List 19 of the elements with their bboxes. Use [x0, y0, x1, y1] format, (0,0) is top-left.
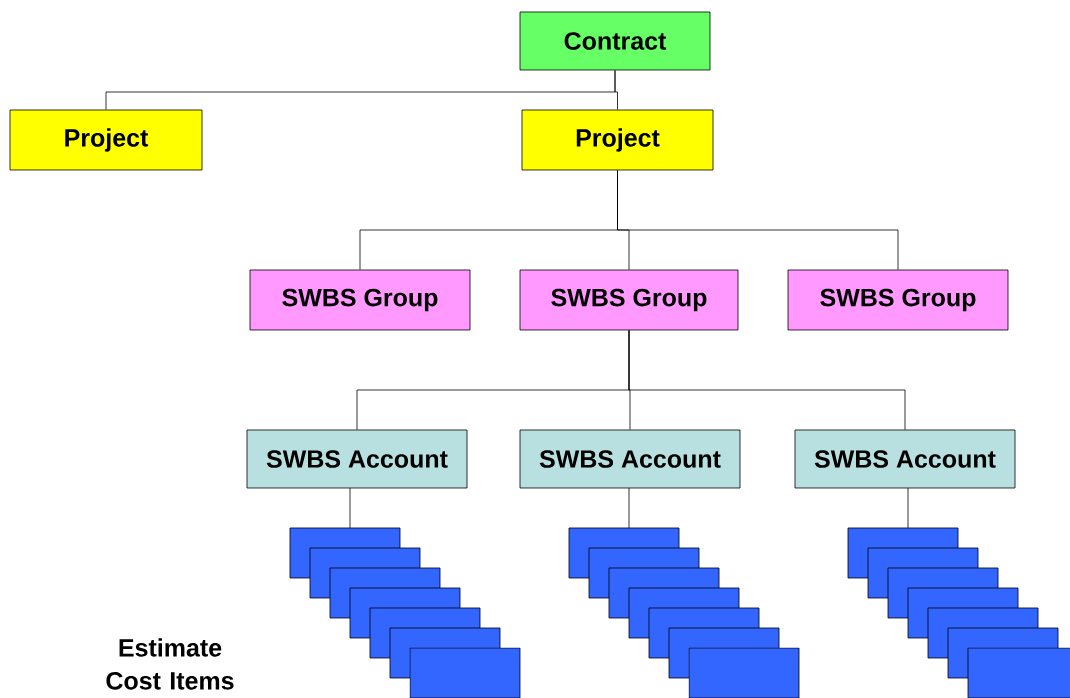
- connector-line: [349, 487, 351, 529]
- contract-box: Contract: [519, 11, 711, 71]
- account-box: SWBS Account: [794, 429, 1016, 489]
- group-box: SWBS Group: [519, 269, 739, 331]
- cost-item-box: [967, 647, 1070, 698]
- connector-line: [628, 330, 906, 430]
- group-box: SWBS Group: [787, 269, 1009, 331]
- connector-line: [907, 487, 909, 529]
- connector-line: [614, 70, 618, 110]
- connector-line: [617, 170, 899, 270]
- account-box: SWBS Account: [246, 429, 468, 489]
- group-box: SWBS Group: [249, 269, 471, 331]
- cost-item-box: [688, 647, 800, 698]
- cost-item-box: [409, 647, 521, 698]
- connector-line: [628, 487, 630, 529]
- project-box: Project: [521, 109, 714, 171]
- account-box: SWBS Account: [519, 429, 741, 489]
- project-box: Project: [9, 109, 203, 171]
- caption-text: Estimate Cost Items: [106, 638, 234, 690]
